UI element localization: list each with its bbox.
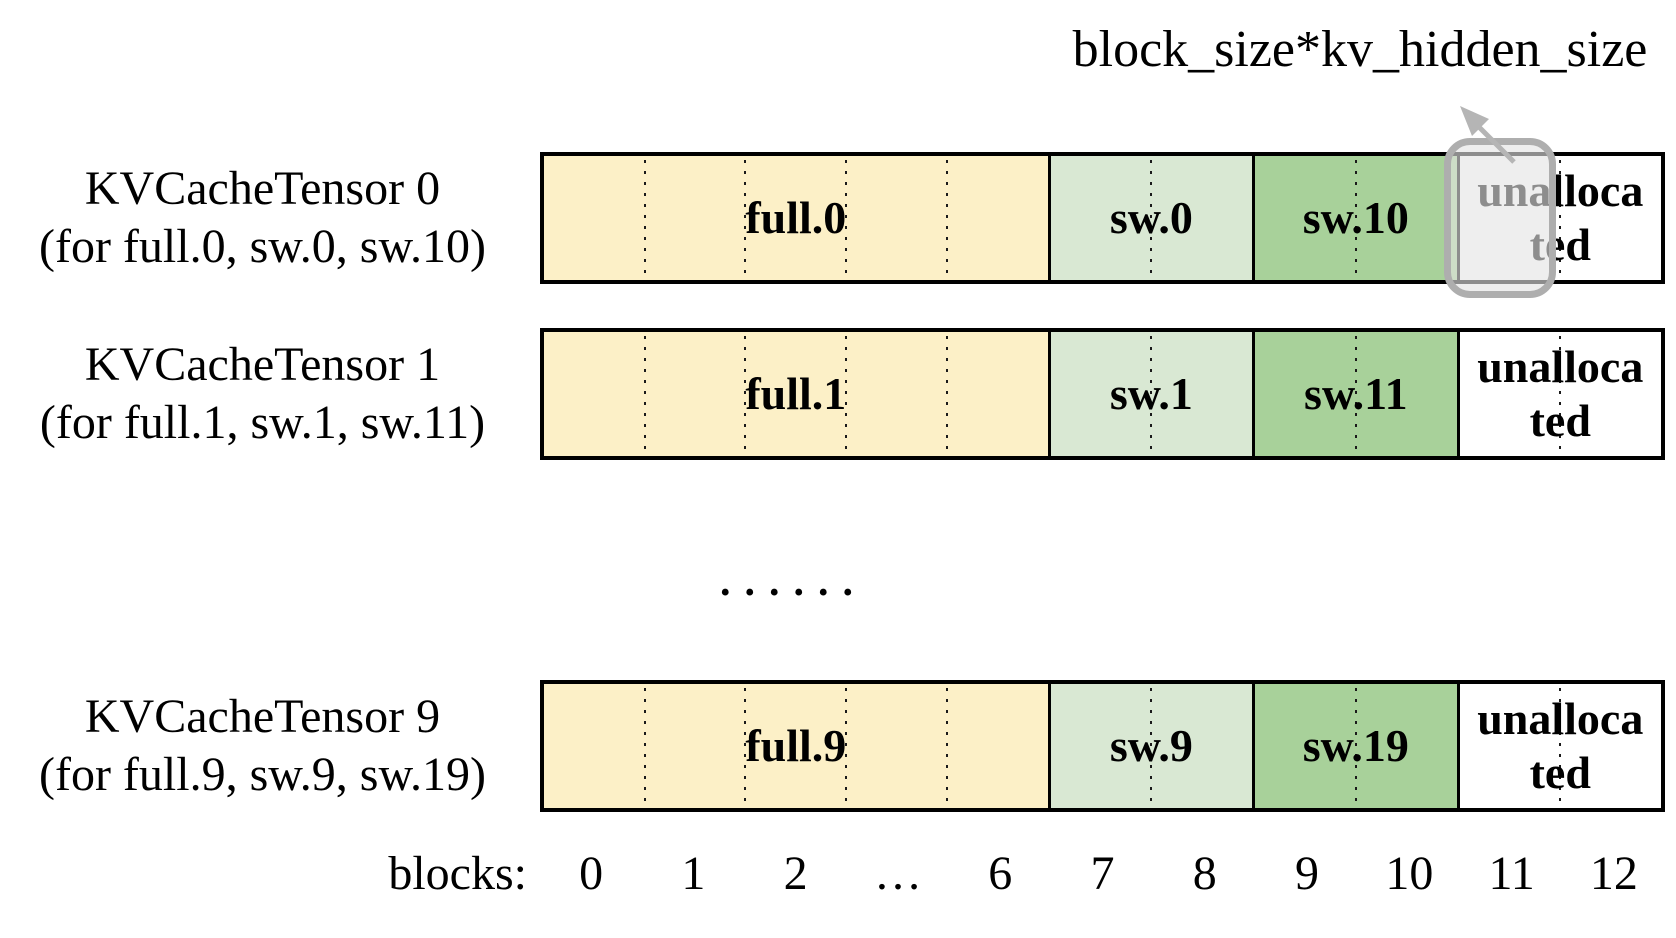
- kv-cache-tensor-row: KVCacheTensor 9(for full.9, sw.9, sw.19)…: [0, 680, 1676, 812]
- block-axis-tick: 0: [579, 847, 604, 900]
- block-axis-tick: 12: [1589, 847, 1638, 900]
- block-axis-tick: 6: [988, 847, 1013, 900]
- kv-cache-bar: full.1 sw.1 sw.11 unalloca ted: [540, 328, 1665, 460]
- block-divider-dotted: [643, 160, 646, 276]
- block-divider-dotted: [744, 688, 747, 804]
- block-divider-dotted: [945, 688, 948, 804]
- block-axis-tick: 9: [1295, 847, 1320, 900]
- segment-unallocated: unalloca ted: [1456, 332, 1661, 456]
- block-divider-dotted: [744, 336, 747, 452]
- block-axis-label: blocks:: [388, 847, 527, 900]
- block-divider-dotted: [1559, 688, 1562, 804]
- segment-sw.9: sw.9: [1047, 684, 1253, 808]
- segment-full.9: full.9: [544, 684, 1048, 808]
- segment-sw.10: sw.10: [1252, 156, 1457, 280]
- row-title: KVCacheTensor 1: [84, 338, 441, 391]
- block-axis-tick: 11: [1488, 847, 1535, 900]
- block-divider-dotted: [845, 336, 848, 452]
- segment-label: sw.9: [1109, 720, 1193, 771]
- row-label: KVCacheTensor 0(for full.0, sw.0, sw.10): [10, 152, 515, 284]
- row-subtitle: (for full.1, sw.1, sw.11): [39, 396, 486, 449]
- arrow-line: [1476, 124, 1516, 164]
- segment-label: sw.1: [1109, 368, 1193, 419]
- row-subtitle: (for full.0, sw.0, sw.10): [38, 220, 487, 273]
- block-divider-dotted: [1150, 688, 1153, 804]
- block-axis-tick: 7: [1090, 847, 1115, 900]
- segment-label: full.1: [745, 368, 847, 419]
- highlight-box: [1444, 138, 1556, 298]
- block-divider-dotted: [1150, 160, 1153, 276]
- block-axis-tick: …: [873, 847, 922, 900]
- block-divider-dotted: [945, 336, 948, 452]
- block-axis-tick: 2: [783, 847, 808, 900]
- segment-full.1: full.1: [544, 332, 1048, 456]
- row-label: KVCacheTensor 1(for full.1, sw.1, sw.11): [10, 328, 515, 460]
- kv-cache-tensor-row: KVCacheTensor 0(for full.0, sw.0, sw.10)…: [0, 152, 1676, 284]
- annotation-arrow-icon: [1460, 106, 1516, 164]
- segment-sw.11: sw.11: [1252, 332, 1457, 456]
- block-divider-dotted: [1150, 336, 1153, 452]
- block-axis-tick: 10: [1385, 847, 1434, 900]
- segment-label: sw.11: [1304, 368, 1408, 419]
- block-divider-dotted: [945, 160, 948, 276]
- segment-unallocated: unalloca ted: [1456, 684, 1661, 808]
- block-divider-dotted: [1559, 160, 1562, 276]
- segment-label: full.9: [745, 720, 847, 771]
- block-divider-dotted: [845, 688, 848, 804]
- row-title: KVCacheTensor 0: [84, 162, 441, 215]
- block-divider-dotted: [744, 160, 747, 276]
- segment-sw.1: sw.1: [1047, 332, 1253, 456]
- segment-label: unalloca ted: [1477, 341, 1644, 446]
- segment-label: sw.0: [1109, 192, 1193, 243]
- segment-full.0: full.0: [544, 156, 1048, 280]
- arrow-head: [1460, 106, 1489, 136]
- segment-label: unalloca ted: [1477, 693, 1644, 798]
- segment-label: sw.10: [1302, 192, 1409, 243]
- row-title: KVCacheTensor 9: [84, 690, 441, 743]
- segment-label: sw.19: [1302, 720, 1409, 771]
- block-divider-dotted: [1559, 336, 1562, 452]
- block-axis-tick: 1: [681, 847, 706, 900]
- rows-ellipsis: ......: [720, 559, 867, 605]
- block-divider-dotted: [1354, 336, 1357, 452]
- block-divider-dotted: [845, 160, 848, 276]
- block-divider-dotted: [1354, 160, 1357, 276]
- segment-sw.0: sw.0: [1047, 156, 1253, 280]
- annotation-block-size: block_size*kv_hidden_size: [1072, 21, 1648, 78]
- segment-sw.19: sw.19: [1252, 684, 1457, 808]
- segment-label: full.0: [745, 192, 847, 243]
- block-divider-dotted: [643, 336, 646, 452]
- block-divider-dotted: [1354, 688, 1357, 804]
- kv-cache-tensor-row: KVCacheTensor 1(for full.1, sw.1, sw.11)…: [0, 328, 1676, 460]
- block-axis-tick: 8: [1192, 847, 1217, 900]
- row-label: KVCacheTensor 9(for full.9, sw.9, sw.19): [10, 680, 515, 812]
- block-divider-dotted: [643, 688, 646, 804]
- kv-cache-bar: full.9 sw.9 sw.19 unalloca ted: [540, 680, 1665, 812]
- row-subtitle: (for full.9, sw.9, sw.19): [38, 748, 487, 801]
